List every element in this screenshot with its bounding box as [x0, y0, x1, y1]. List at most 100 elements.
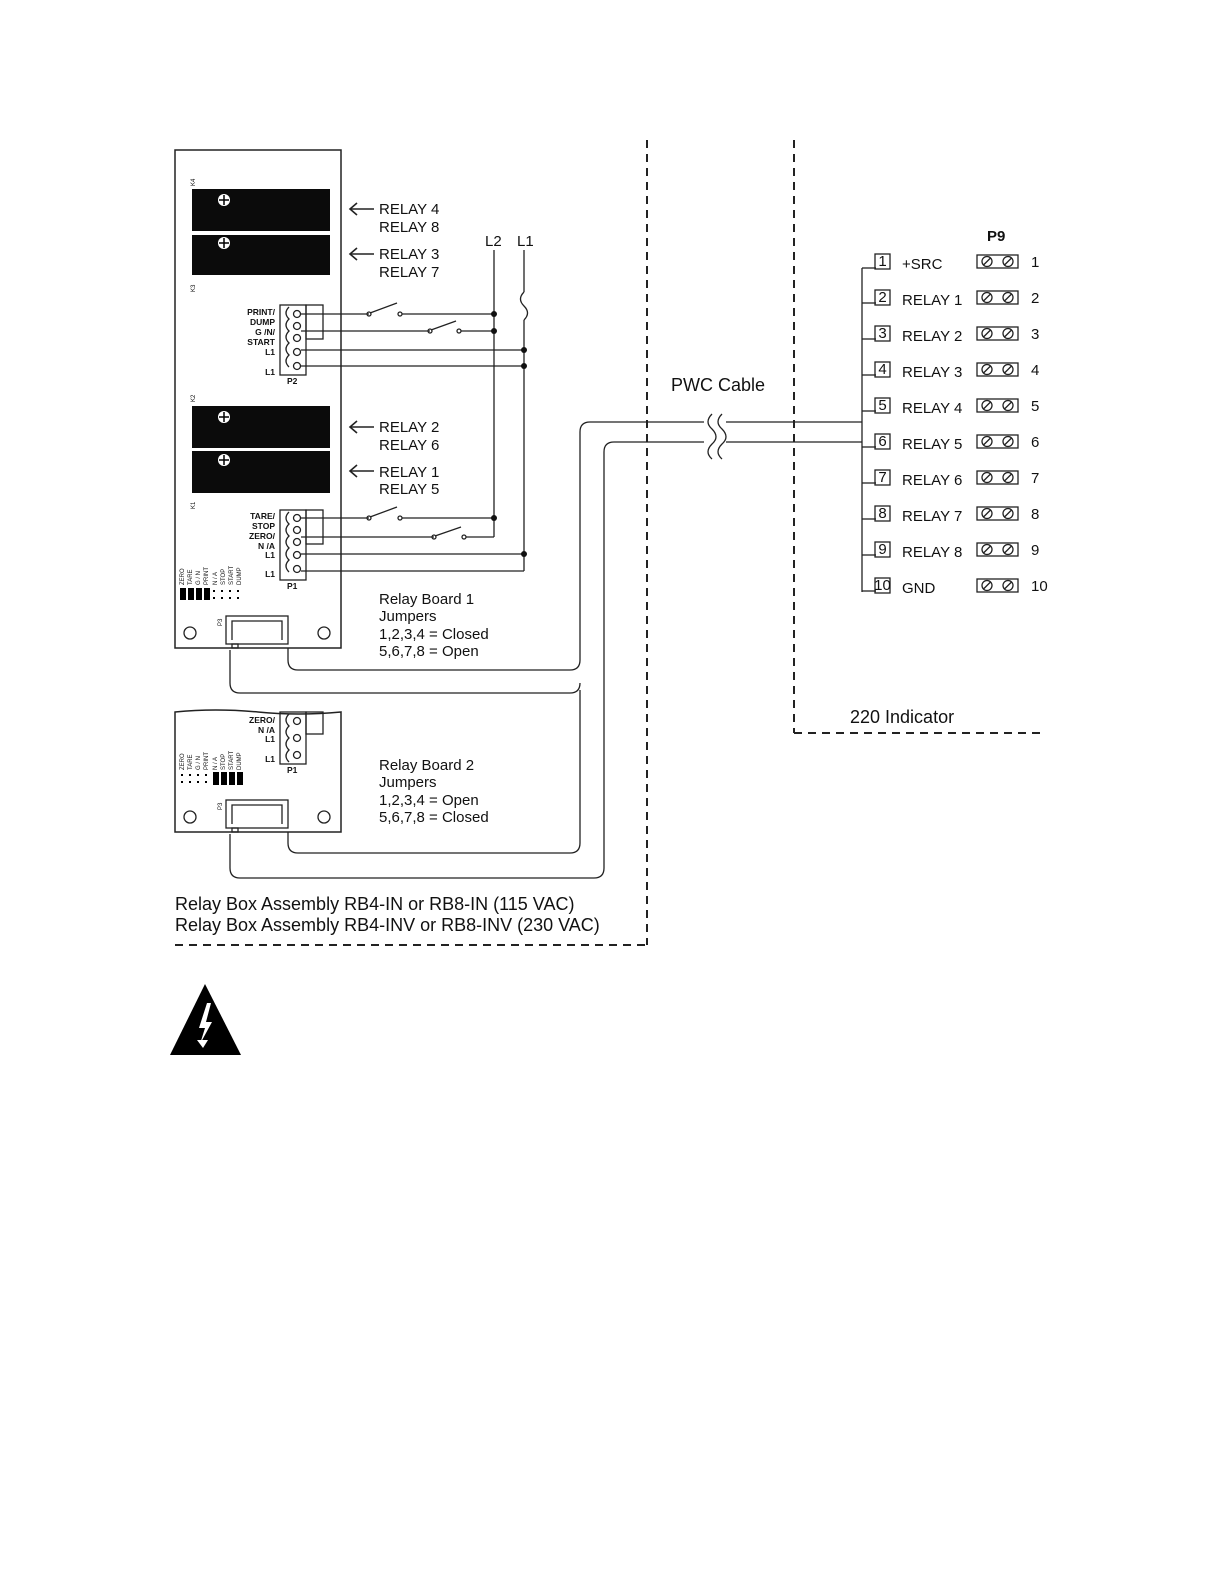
screw-icon: [981, 363, 993, 376]
relay-label: RELAY 5: [379, 481, 439, 498]
pin-number-box-label: 9: [878, 541, 886, 558]
jumper-label: TARE: [188, 754, 194, 770]
screw-icon: [981, 255, 993, 268]
screw-icon: [1002, 471, 1014, 484]
screw-icon: [1002, 507, 1014, 520]
screw-terminal: [976, 470, 1019, 485]
screw-terminal: [976, 578, 1019, 593]
screw-icon: [981, 507, 993, 520]
jumper-label: DUMP: [237, 752, 243, 770]
pin-number: 2: [1031, 290, 1039, 307]
relay-label: RELAY 6: [379, 437, 439, 454]
caption-line: Relay Box Assembly RB4-IN or RB8-IN (115…: [175, 894, 574, 914]
caption-line: Jumpers: [379, 774, 437, 791]
switch-contact: [369, 506, 398, 518]
relay-label: RELAY 7: [379, 264, 439, 281]
switch-contact: [434, 526, 462, 537]
relay-board-2: ZERO/ N /A L1 L1 P1 ZERO TARE G / N PRIN…: [174, 709, 342, 833]
p1-pin-label: TARE/: [250, 511, 276, 521]
relay-screw-icon: [218, 194, 230, 466]
p1-pin-label: L1: [265, 754, 275, 764]
pin-name: RELAY 6: [902, 472, 962, 489]
jumper-block: ZERO TARE G / N PRINT N / A STOP START D…: [180, 751, 243, 785]
p2-pin-label: L1: [265, 347, 275, 357]
jumper-label: N / A: [213, 757, 219, 770]
p1-pin-label: N /A: [258, 725, 275, 735]
relay-k2: [192, 406, 330, 448]
pin-name: GND: [902, 580, 936, 597]
p1-connector-label: P1: [287, 581, 298, 591]
pin-number-box: [874, 577, 891, 594]
screw-slot: [983, 437, 991, 446]
caption-line: 1,2,3,4 = Open: [379, 792, 479, 809]
jumper-label: START: [229, 751, 235, 770]
screw-slot: [983, 401, 991, 410]
pin-number: 5: [1031, 398, 1039, 415]
screw-terminal: [976, 398, 1019, 413]
relay-board-2-caption: Relay Board 2 Jumpers 1,2,3,4 = Open 5,6…: [379, 757, 489, 826]
screw-icon: [981, 399, 993, 412]
pin-number-box-label: 7: [878, 469, 886, 486]
cable-break-mark: [707, 413, 717, 460]
p1-pin-label: STOP: [252, 521, 275, 531]
switch-contact: [430, 320, 457, 331]
arrow-left-icon: [348, 420, 374, 434]
screw-terminal: [976, 434, 1019, 449]
jumper-label: START: [229, 566, 235, 585]
jumper-label: PRINT: [204, 567, 210, 585]
screw-icon: [1002, 291, 1014, 304]
p1-pin-label: L1: [265, 734, 275, 744]
relay-id-k4: K4: [191, 178, 197, 186]
pin-number-box: [874, 541, 891, 558]
relay-box-enclosure: [175, 140, 648, 946]
pin-number-box: [874, 253, 891, 270]
jumper-label: PRINT: [204, 752, 210, 770]
p2-pin-labels: PRINT/ DUMP G /N/ START L1 L1 P2: [247, 307, 298, 386]
jumper-block: ZERO TARE G / N PRINT N / A STOP START D…: [180, 566, 243, 600]
p2-wiring: [301, 302, 527, 369]
indicator-label: 220 Indicator: [850, 707, 954, 727]
p2-pin-label: PRINT/: [247, 307, 276, 317]
high-voltage-warning-icon: [170, 984, 241, 1055]
p2-pin-label: G /N/: [255, 327, 275, 337]
p1-pin-labels: TARE/ STOP ZERO/ N /A L1 L1 P1: [249, 511, 298, 591]
screw-icon: [981, 471, 993, 484]
pin-number-box-label: 1: [878, 253, 886, 270]
pin-number-box: [874, 289, 891, 306]
screw-icon: [981, 543, 993, 556]
relay-label: RELAY 3: [379, 246, 439, 263]
connector-p1: [279, 509, 324, 581]
relay-board-1-caption: Relay Board 1 Jumpers 1,2,3,4 = Closed 5…: [379, 591, 489, 660]
p2-pin-label: DUMP: [250, 317, 275, 327]
relay-label: RELAY 2: [379, 419, 439, 436]
switch-contact: [369, 302, 398, 314]
screw-terminal: [976, 506, 1019, 521]
jumper-label: TARE: [188, 569, 194, 585]
pin-number-box: [874, 433, 891, 450]
jumper-label: ZERO: [180, 753, 186, 770]
pin-name: RELAY 3: [902, 364, 962, 381]
pin-number: 1: [1031, 254, 1039, 271]
caption-line: 5,6,7,8 = Closed: [379, 809, 489, 826]
screw-icon: [1002, 579, 1014, 592]
screw-terminal: [976, 326, 1019, 341]
pin-number: 8: [1031, 506, 1039, 523]
relay-k3: [192, 235, 330, 275]
jumper-label: DUMP: [237, 567, 243, 585]
screw-slot: [1004, 509, 1012, 518]
pin-name: RELAY 8: [902, 544, 962, 561]
relay-k1: [192, 451, 330, 493]
relay-label: RELAY 8: [379, 219, 439, 236]
screw-slot: [983, 509, 991, 518]
pin-number: 10: [1031, 578, 1048, 595]
p9-connector-label: P9: [987, 228, 1005, 245]
relay-label: RELAY 4: [379, 201, 439, 218]
pin-name: RELAY 2: [902, 328, 962, 345]
screw-icon: [1002, 327, 1014, 340]
